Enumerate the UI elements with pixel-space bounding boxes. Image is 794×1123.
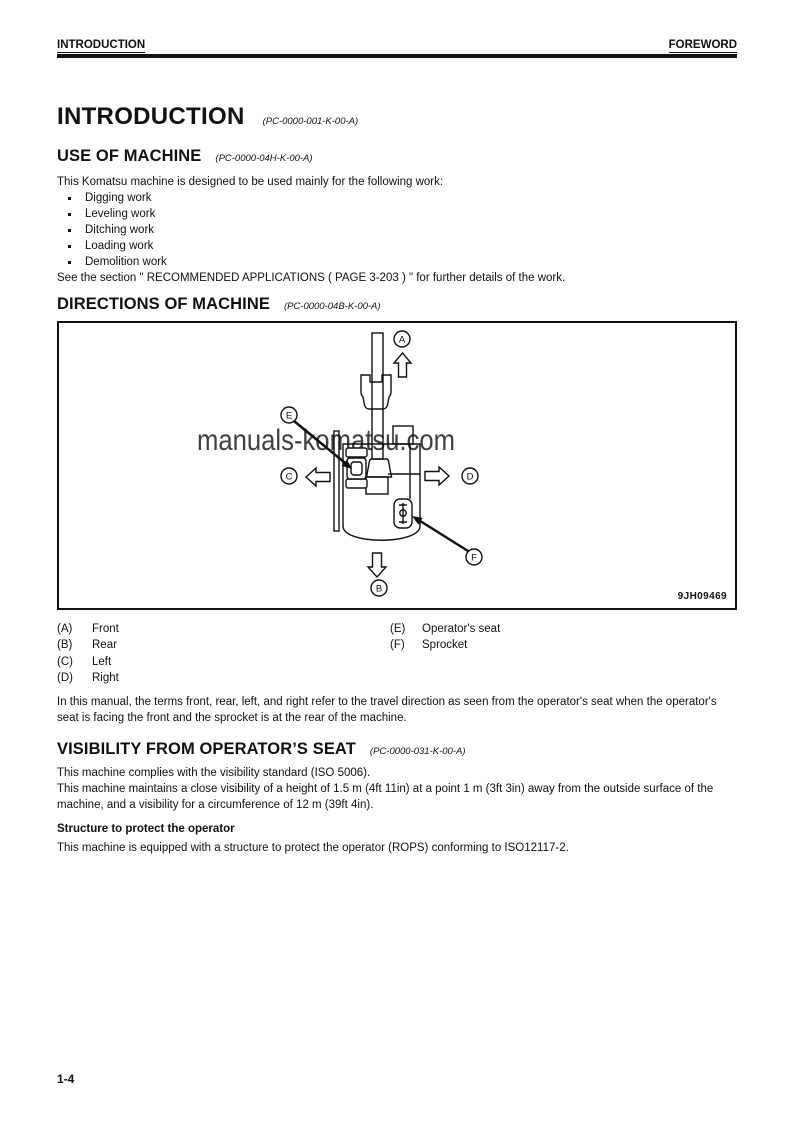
- watermark-text: manuals-komatsu.com: [197, 424, 455, 457]
- arrow-down-icon: [366, 552, 388, 579]
- visibility-para-3: This machine is equipped with a structur…: [57, 842, 569, 855]
- subheading-structure: Structure to protect the operator: [57, 823, 235, 836]
- bucket-shape: [360, 374, 392, 410]
- legend-row: (D) Right: [57, 670, 737, 686]
- boom-foot-shape: [365, 458, 393, 478]
- legend-label: Sprocket: [422, 639, 468, 652]
- arrow-left-icon: [304, 466, 331, 488]
- header-left-title: INTRODUCTION: [57, 39, 146, 53]
- list-item-label: Loading work: [85, 240, 154, 252]
- label-c: C: [280, 467, 298, 485]
- legend-row: (F) Sprocket: [390, 637, 500, 653]
- svg-text:F: F: [471, 553, 477, 564]
- legend-key: (B): [57, 639, 73, 652]
- use-of-machine-heading-text: USE OF MACHINE: [57, 147, 202, 165]
- machine-top-view: [333, 332, 421, 541]
- page-number: 1-4: [57, 1072, 75, 1086]
- svg-text:D: D: [467, 472, 474, 483]
- body-divider-line: [388, 444, 420, 499]
- use-of-machine-intro: This Komatsu machine is designed to be u…: [57, 176, 444, 188]
- list-item: Demolition work: [57, 254, 737, 270]
- right-track-top-shape: [392, 425, 414, 445]
- list-item: Digging work: [57, 190, 737, 206]
- visibility-code: (PC-0000-031-K-00-A): [369, 746, 466, 758]
- legend-label: Front: [92, 623, 119, 635]
- bullet-icon: [68, 196, 71, 200]
- bullet-icon: [68, 228, 71, 232]
- page-header: INTRODUCTION FOREWORD: [57, 38, 737, 53]
- leader-line-e: [293, 420, 352, 469]
- list-item-label: Ditching work: [85, 224, 155, 236]
- svg-text:A: A: [399, 335, 406, 346]
- legend-row: (A) Front: [57, 621, 737, 637]
- label-b: B: [370, 579, 388, 597]
- visibility-heading-text: VISIBILITY FROM OPERATOR’S SEAT: [57, 740, 356, 759]
- sprocket-shape: [393, 498, 413, 529]
- machine-body-shape: [342, 443, 421, 541]
- legend-label: Rear: [92, 639, 117, 652]
- section-heading-use-of-machine: USE OF MACHINE (PC-0000-04H-K-00-A): [57, 147, 737, 168]
- label-d: D: [461, 467, 479, 485]
- legend-row: (E) Operator's seat: [390, 621, 500, 637]
- use-of-machine-see-also: See the section " RECOMMENDED APPLICATIO…: [57, 272, 566, 284]
- svg-text:E: E: [286, 411, 292, 422]
- figure-legend: (A) Front (B) Rear (C) Left (D) Right (E) Ope…: [57, 621, 737, 686]
- page-title-code: (PC-0000-001-K-00-A): [262, 116, 359, 127]
- bullet-icon: [68, 244, 71, 248]
- legend-label: Left: [92, 655, 112, 668]
- list-item-label: Digging work: [85, 192, 152, 204]
- legend-left-column: (A) Front (B) Rear (C) Left (D) Right: [57, 621, 737, 686]
- label-a: A: [393, 330, 411, 348]
- legend-label: Operator's seat: [422, 623, 501, 635]
- use-of-machine-code: (PC-0000-04H-K-00-A): [215, 153, 313, 164]
- list-item-label: Demolition work: [85, 256, 167, 268]
- directions-code: (PC-0000-04B-K-00-A): [283, 301, 381, 312]
- directions-figure: manuals-komatsu.com: [57, 321, 737, 610]
- svg-text:C: C: [286, 472, 293, 483]
- work-type-list: Digging work Leveling work Ditching work…: [57, 190, 737, 270]
- label-e: E: [280, 406, 298, 424]
- header-right-title: FOREWORD: [668, 39, 737, 53]
- legend-label: Right: [92, 671, 119, 684]
- list-item: Ditching work: [57, 222, 737, 238]
- legend-row: (B) Rear: [57, 637, 737, 653]
- svg-text:B: B: [376, 584, 382, 595]
- legend-key: (C): [57, 655, 73, 668]
- figure-code: 9JH09469: [678, 591, 727, 602]
- arrow-up-icon: [392, 351, 413, 378]
- leader-line-f: [412, 516, 469, 553]
- visibility-para-2: This machine maintains a close visibilit…: [57, 783, 714, 812]
- visibility-para-1: This machine complies with the visibilit…: [57, 767, 371, 780]
- bullet-icon: [68, 260, 71, 264]
- directions-heading-text: DIRECTIONS OF MACHINE: [57, 295, 270, 313]
- arrow-right-icon: [424, 465, 451, 487]
- machine-direction-diagram: manuals-komatsu.com: [197, 330, 727, 602]
- list-item: Loading work: [57, 238, 737, 254]
- legend-key: (D): [57, 671, 73, 684]
- legend-row: (C) Left: [57, 654, 737, 670]
- legend-key: (E): [390, 623, 406, 635]
- legend-key: (F): [390, 639, 405, 652]
- label-f: F: [465, 548, 483, 566]
- section-heading-directions: DIRECTIONS OF MACHINE (PC-0000-04B-K-00-A…: [57, 295, 737, 316]
- section-heading-visibility: VISIBILITY FROM OPERATOR’S SEAT (PC-0000-…: [57, 740, 737, 761]
- legend-right-column: (E) Operator's seat (F) Sprocket: [390, 621, 500, 654]
- operator-seat-shape: [345, 447, 368, 489]
- list-item: Leveling work: [57, 206, 737, 222]
- bullet-icon: [68, 212, 71, 216]
- directions-note: In this manual, the terms front, rear, l…: [57, 696, 717, 725]
- page-content: INTRODUCTION (PC-0000-001-K-00-A) USE OF …: [57, 104, 737, 856]
- header-rule: [57, 54, 737, 58]
- legend-key: (A): [57, 623, 73, 635]
- left-track-shape: [333, 430, 340, 532]
- page-title-text: INTRODUCTION: [57, 103, 245, 130]
- page-title: INTRODUCTION (PC-0000-001-K-00-A): [57, 104, 737, 135]
- list-item-label: Leveling work: [85, 208, 156, 220]
- console-shape: [365, 476, 389, 495]
